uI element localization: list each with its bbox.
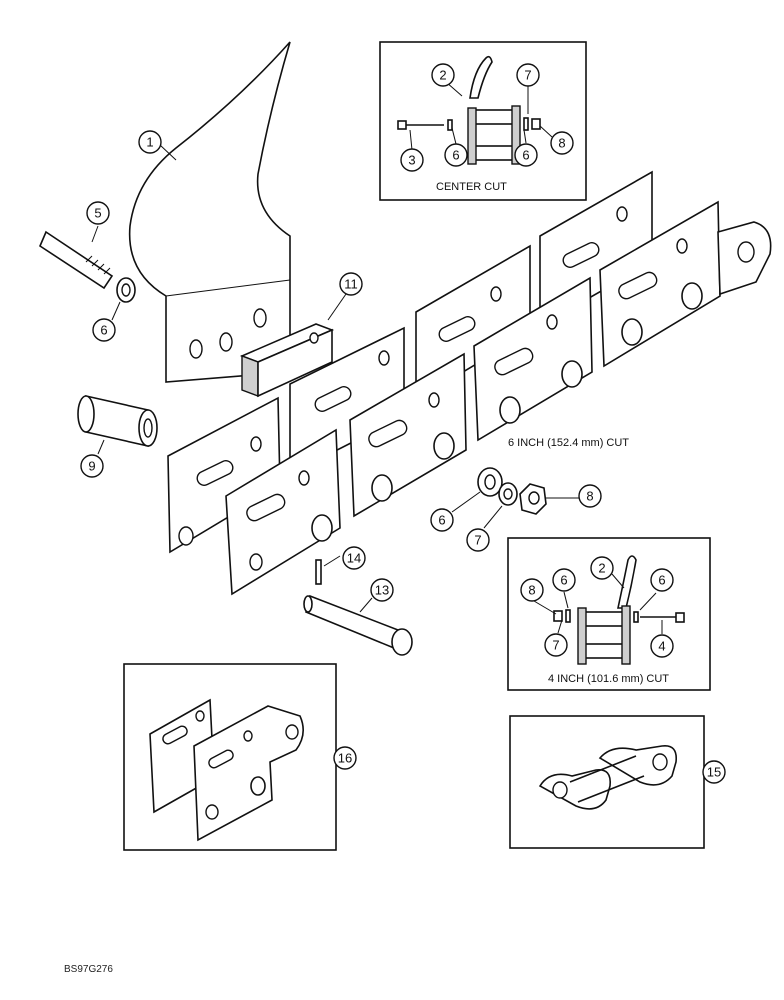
svg-text:6: 6	[100, 323, 107, 338]
callout-8: 8	[578, 484, 602, 508]
svg-text:8: 8	[586, 489, 593, 504]
callout-8: 8	[550, 131, 574, 155]
callout-6: 6	[430, 508, 454, 532]
svg-text:6: 6	[452, 148, 459, 163]
callout-7: 7	[516, 63, 540, 87]
connecting-link-inset	[123, 663, 337, 851]
callout-11: 11	[339, 272, 363, 296]
callout-3: 3	[400, 148, 424, 172]
figure-code: BS97G276	[64, 964, 113, 975]
four-inch-cut-inset: 4 INCH (101.6 mm) CUT	[507, 537, 711, 691]
svg-text:1: 1	[146, 135, 153, 150]
svg-text:16: 16	[338, 751, 352, 766]
svg-text:4: 4	[658, 639, 665, 654]
svg-text:13: 13	[375, 583, 389, 598]
link-pin	[303, 559, 413, 656]
svg-text:7: 7	[524, 68, 531, 83]
callout-13: 13	[370, 578, 394, 602]
callout-16: 16	[333, 746, 357, 770]
six-inch-cut-label: 6 INCH (152.4 mm) CUT	[508, 437, 629, 449]
callout-4: 4	[650, 634, 674, 658]
callout-6: 6	[444, 143, 468, 167]
callout-6: 6	[92, 318, 116, 342]
spacer-block	[239, 323, 335, 398]
callout-5: 5	[86, 201, 110, 225]
callout-2: 2	[590, 556, 614, 580]
callout-6: 6	[514, 143, 538, 167]
callout-2: 2	[431, 63, 455, 87]
svg-text:8: 8	[558, 136, 565, 151]
four-inch-cut-label: 4 INCH (101.6 mm) CUT	[548, 673, 669, 685]
svg-text:7: 7	[552, 638, 559, 653]
center-cut-inset: CENTER CUT	[379, 41, 587, 201]
svg-text:14: 14	[347, 551, 361, 566]
callout-6: 6	[552, 568, 576, 592]
svg-text:6: 6	[560, 573, 567, 588]
svg-text:7: 7	[474, 533, 481, 548]
offset-link-inset	[509, 715, 705, 849]
svg-text:6: 6	[522, 148, 529, 163]
svg-text:6: 6	[658, 573, 665, 588]
svg-text:2: 2	[598, 561, 605, 576]
long-bolt	[39, 230, 136, 303]
center-cut-label: CENTER CUT	[436, 181, 507, 193]
callout-6: 6	[650, 568, 674, 592]
svg-text:11: 11	[344, 277, 358, 292]
callout-1: 1	[138, 130, 162, 154]
svg-text:5: 5	[94, 206, 101, 221]
washer-nut-set	[477, 467, 547, 515]
chain-back-plates	[167, 170, 653, 554]
callout-8: 8	[520, 578, 544, 602]
svg-text:9: 9	[88, 459, 95, 474]
cutter-tooth	[128, 41, 291, 383]
callout-7: 7	[544, 633, 568, 657]
bushing	[77, 394, 158, 448]
svg-text:3: 3	[408, 153, 415, 168]
callout-7: 7	[466, 528, 490, 552]
svg-text:2: 2	[439, 68, 446, 83]
svg-text:8: 8	[528, 583, 535, 598]
callout-14: 14	[342, 546, 366, 570]
svg-text:6: 6	[438, 513, 445, 528]
chain-front-plates	[225, 200, 772, 596]
callout-15: 15	[702, 760, 726, 784]
svg-text:15: 15	[707, 765, 721, 780]
callout-9: 9	[80, 454, 104, 478]
